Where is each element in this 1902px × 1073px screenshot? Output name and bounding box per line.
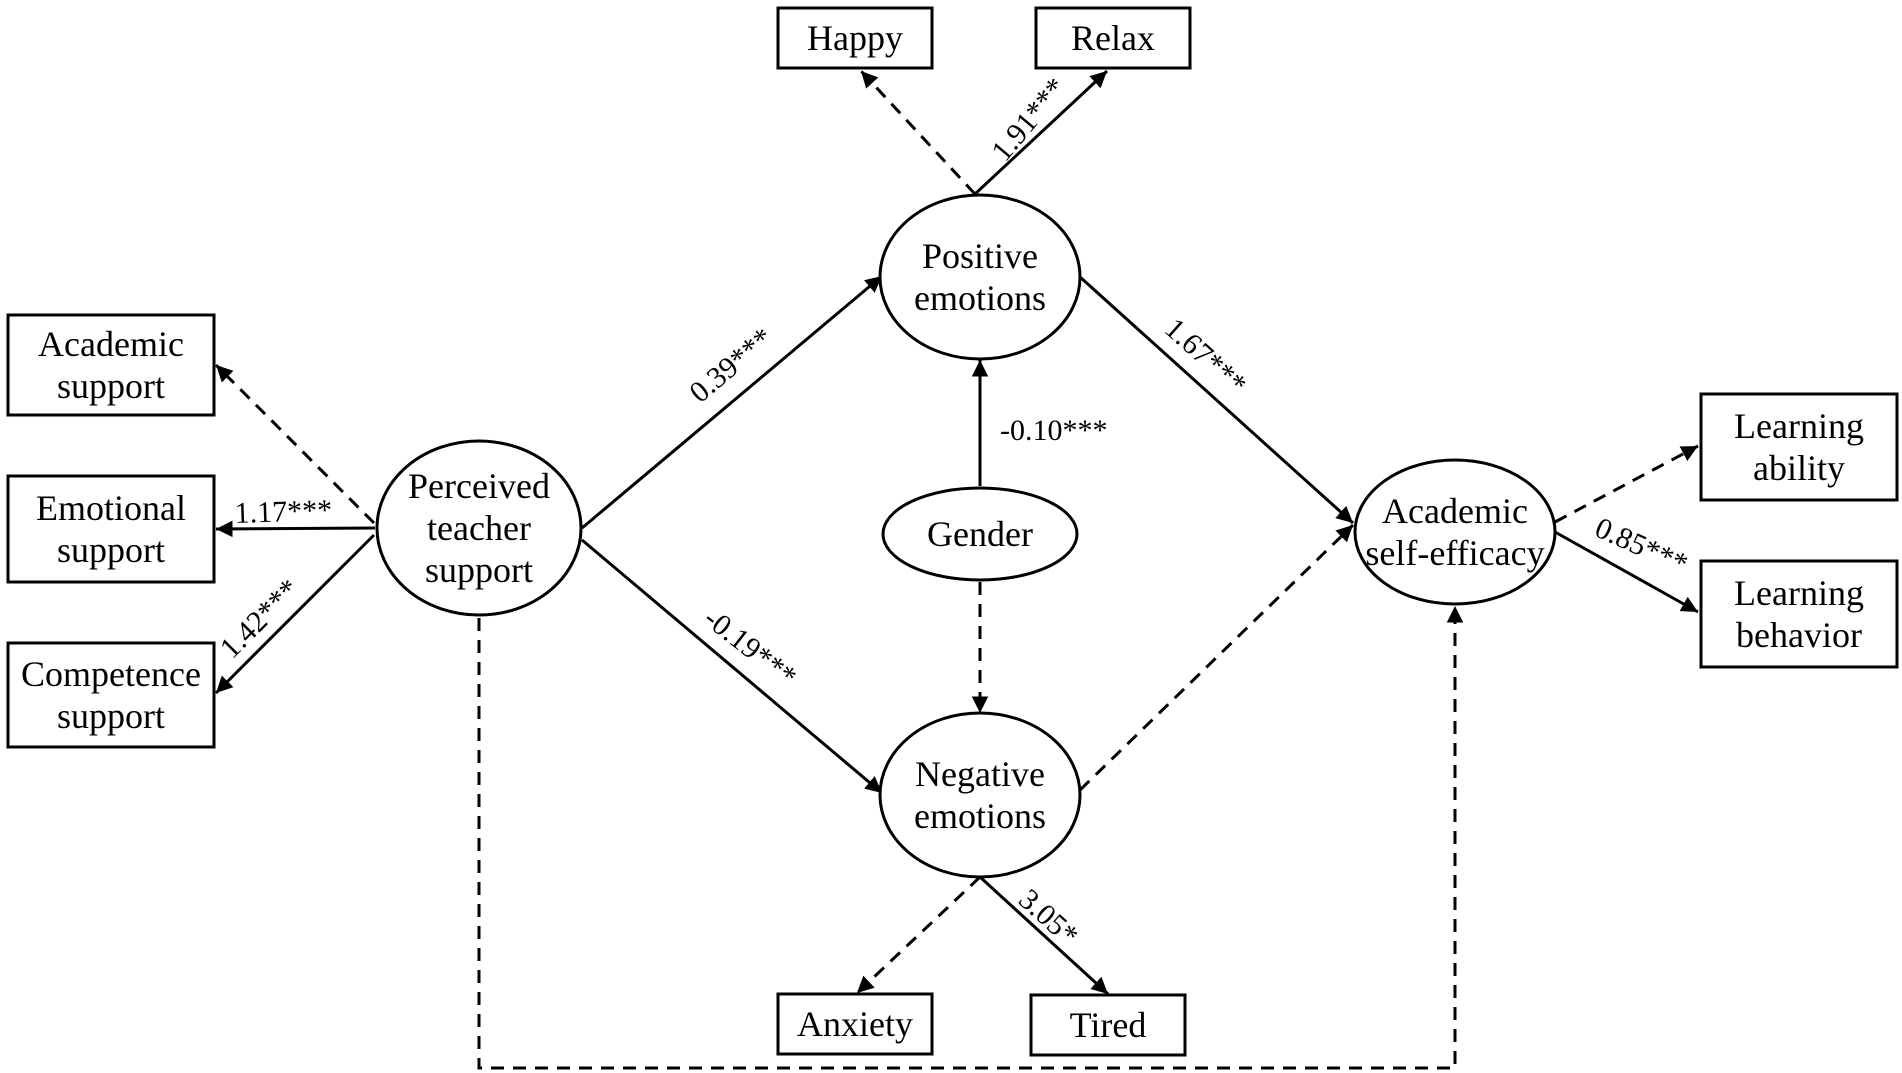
node-label-line: Anxiety: [797, 1004, 913, 1044]
node-box: [1699, 559, 1899, 669]
node-box: [1029, 993, 1187, 1057]
node-ellipse: [1353, 458, 1557, 606]
node-label-line: support: [57, 366, 165, 406]
node-label-line: Emotional: [36, 488, 186, 528]
edge-label-positive-to-relax: 1.91***: [985, 72, 1073, 168]
node-label-line: emotions: [914, 796, 1046, 836]
edge-label-gender-to-positive: -0.10***: [1000, 414, 1108, 447]
edge-negative-to-tired: [978, 875, 1110, 996]
edge-label-pts-to-emotional-support: 1.17***: [234, 494, 333, 530]
node-box: [776, 6, 934, 70]
node-label-line: Academic: [38, 324, 184, 364]
node-label-line: Gender: [927, 514, 1033, 554]
node-label-line: support: [57, 530, 165, 570]
node-box: [6, 641, 216, 749]
node-happy: Happy: [776, 6, 934, 70]
node-label-line: emotions: [914, 278, 1046, 318]
node-ellipse: [881, 486, 1079, 582]
edge-self-efficacy-to-learning-behavior: [1554, 530, 1699, 614]
node-ellipse: [878, 193, 1082, 361]
node-box: [6, 474, 216, 584]
edge-pts-to-self-efficacy: [477, 606, 1464, 1070]
node-box: [1034, 6, 1192, 70]
node-tired: Tired: [1029, 993, 1187, 1057]
edge-label-self-efficacy-to-learning-behavior: 0.85***: [1590, 511, 1692, 581]
nodes-layer: AcademicsupportEmotionalsupportCompetenc…: [6, 6, 1899, 1057]
node-label-line: support: [57, 696, 165, 736]
node-label-line: Academic: [1382, 491, 1528, 531]
edge-pts-to-competence-support: [214, 533, 376, 695]
node-ellipse: [375, 439, 583, 617]
node-ellipse: [878, 711, 1082, 879]
node-anxiety: Anxiety: [776, 992, 934, 1056]
node-label-line: ability: [1753, 448, 1845, 488]
node-box: [776, 992, 934, 1056]
node-label-line: Relax: [1071, 18, 1155, 58]
edge-positive-to-self-efficacy: [1078, 275, 1355, 525]
node-label-line: Positive: [922, 236, 1038, 276]
node-box: [1699, 392, 1899, 502]
node-relax: Relax: [1034, 6, 1192, 70]
node-label-line: behavior: [1736, 615, 1862, 655]
edge-label-pts-to-positive-emotions: 0.39***: [683, 321, 779, 409]
node-label-line: Happy: [807, 18, 903, 58]
edge-label-positive-to-self-efficacy: 1.67***: [1158, 312, 1253, 402]
edge-positive-to-relax: [973, 69, 1109, 196]
edge-positive-to-happy: [859, 69, 977, 196]
node-label-line: teacher: [427, 508, 531, 548]
node-label-line: Negative: [915, 754, 1045, 794]
node-label-line: Perceived: [408, 466, 550, 506]
edges-layer: [214, 69, 1699, 1070]
node-label-line: Competence: [21, 654, 201, 694]
node-label-line: Learning: [1734, 573, 1864, 613]
node-box: [6, 313, 216, 417]
edge-pts-to-academic-support: [214, 363, 376, 525]
edge-label-pts-to-negative-emotions: -0.19***: [698, 602, 803, 694]
edge-pts-to-negative-emotions: [581, 538, 883, 795]
node-label-line: support: [425, 550, 533, 590]
edge-negative-to-anxiety: [855, 875, 982, 995]
node-label-line: Learning: [1734, 406, 1864, 446]
edge-pts-to-positive-emotions: [581, 274, 883, 530]
edge-pts-to-emotional-support: [215, 520, 376, 538]
edge-negative-to-self-efficacy: [1078, 523, 1355, 792]
node-label-line: Tired: [1070, 1005, 1147, 1045]
node-label-line: self-efficacy: [1365, 533, 1544, 573]
edge-self-efficacy-to-learning-ability: [1554, 444, 1699, 524]
node-gender: Gender: [881, 486, 1079, 582]
